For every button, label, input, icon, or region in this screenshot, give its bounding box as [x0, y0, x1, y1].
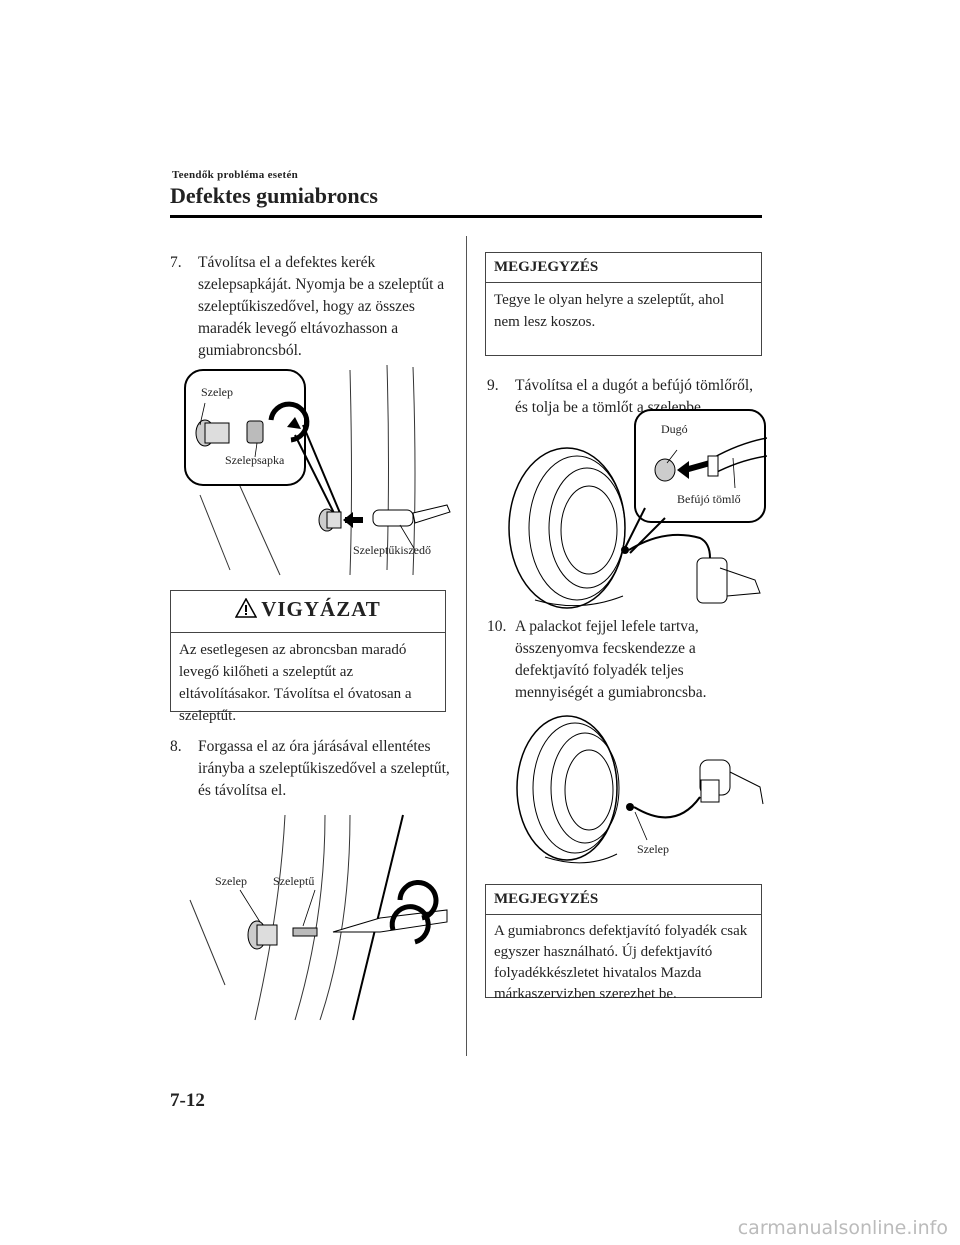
caution-title: VIGYÁZAT — [261, 597, 381, 621]
label-plug: Dugó — [661, 422, 688, 436]
label-inflation-hose: Befújó tömlő — [677, 492, 741, 506]
step-text: Forgassa el az óra járásával ellentétes … — [198, 738, 450, 799]
page-number: 7-12 — [170, 1090, 205, 1111]
section-heading: Teendők probléma esetén — [172, 169, 299, 181]
step-8: 8. Forgassa el az óra járásával ellentét… — [170, 736, 450, 802]
step-number: 9. — [487, 377, 499, 394]
label-valve-tool: Szeleptűkiszedő — [353, 543, 431, 557]
title-rule — [170, 215, 762, 218]
label-valve: Szelep — [215, 874, 247, 888]
note-text: Tegye le olyan helyre a szeleptűt, ahol … — [494, 292, 725, 330]
label-valve: Szelep — [637, 842, 669, 856]
caution-text: Az esetlegesen az abroncsban maradó leve… — [179, 642, 412, 725]
step-10: 10. A palackot fejjel lefele tartva, öss… — [487, 616, 762, 704]
step-text: Távolítsa el a defektes kerék szelepsapk… — [198, 254, 445, 359]
watermark: carmanualsonline.info — [737, 1217, 948, 1239]
step-number: 8. — [170, 738, 182, 755]
figure-sealant-injection: Szelep — [505, 712, 767, 867]
label-valve-core: Szeleptű — [273, 874, 315, 888]
note-text: A gumiabroncs defektjavító folyadék csak… — [494, 923, 748, 1002]
step-text: A palackot fejjel lefele tartva, összeny… — [515, 618, 707, 701]
caution-box: VIGYÁZAT Az esetlegesen az abroncsban ma… — [170, 590, 446, 724]
label-valve-cap: Szelepsapka — [225, 453, 285, 467]
column-divider — [466, 236, 467, 1056]
warning-triangle-icon — [234, 597, 258, 624]
caution-header: VIGYÁZAT — [171, 591, 445, 634]
label-valve: Szelep — [201, 385, 233, 399]
note-title: MEGJEGYZÉS — [486, 253, 761, 283]
step-number: 10. — [487, 618, 507, 635]
note-title: MEGJEGYZÉS — [486, 885, 761, 915]
note-box-1: MEGJEGYZÉS Tegye le olyan helyre a szele… — [485, 252, 762, 356]
note-box-2: MEGJEGYZÉS A gumiabroncs defektjavító fo… — [485, 884, 762, 1002]
step-number: 7. — [170, 254, 182, 271]
figure-valve-cap-removal: Szelep Szelepsapka Szeleptűkiszedő — [175, 365, 465, 580]
step-7: 7. Távolítsa el a defektes kerék szeleps… — [170, 252, 450, 362]
figure-valve-core-removal: Szelep Szeleptű — [185, 810, 465, 1025]
page-title: Defektes gumiabroncs — [170, 183, 378, 208]
figure-hose-insertion: Dugó Befújó tömlő — [505, 408, 767, 613]
